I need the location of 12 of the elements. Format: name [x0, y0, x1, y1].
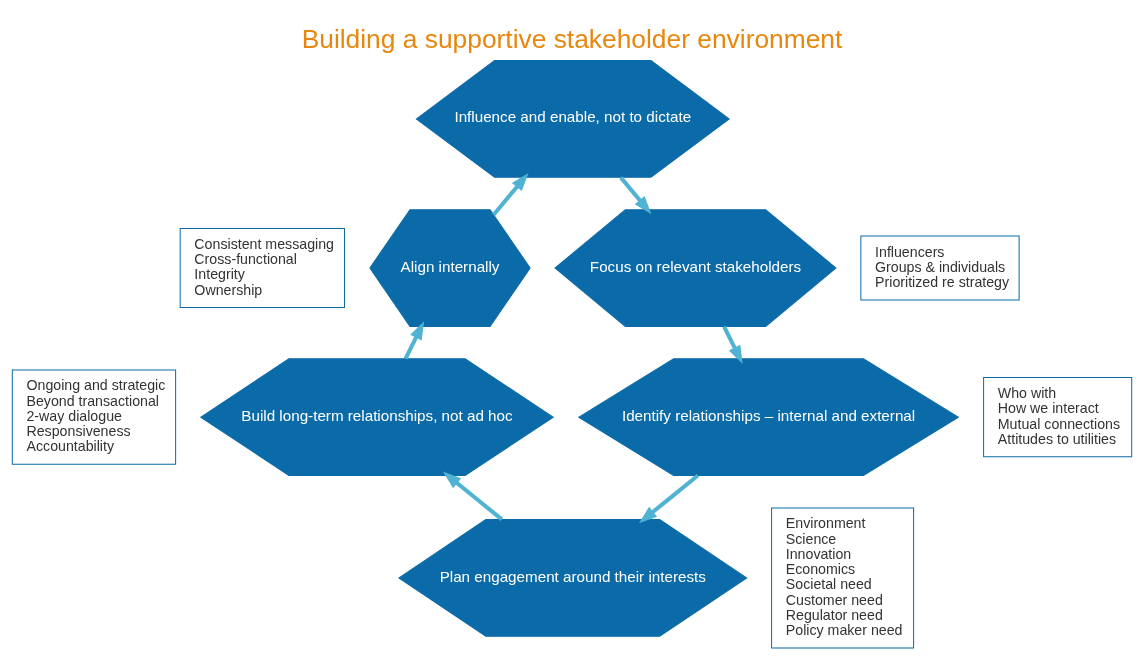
arrow [722, 325, 743, 365]
node-box: Influencers Groups & individuals Prioritized re strategy [860, 235, 1020, 301]
arrow [638, 473, 700, 524]
arrow [619, 176, 652, 215]
node-box: Environment Science Innovation Economics Societal need Customer need Regulator need Policy maker need [771, 507, 915, 649]
arrow [492, 172, 529, 217]
arrow [403, 321, 425, 360]
node-box: Who with How we interact Mutual connections Attitudes to utilities [983, 377, 1133, 458]
diagram-title: Building a supportive stakeholder environment [301, 24, 843, 55]
node-box: Consistent messaging Cross-functional Integrity Ownership [179, 227, 346, 309]
node-box: Ongoing and strategic Beyond transactional 2-way dialogue Responsiveness Accountability [11, 369, 177, 465]
arrow [442, 471, 504, 521]
